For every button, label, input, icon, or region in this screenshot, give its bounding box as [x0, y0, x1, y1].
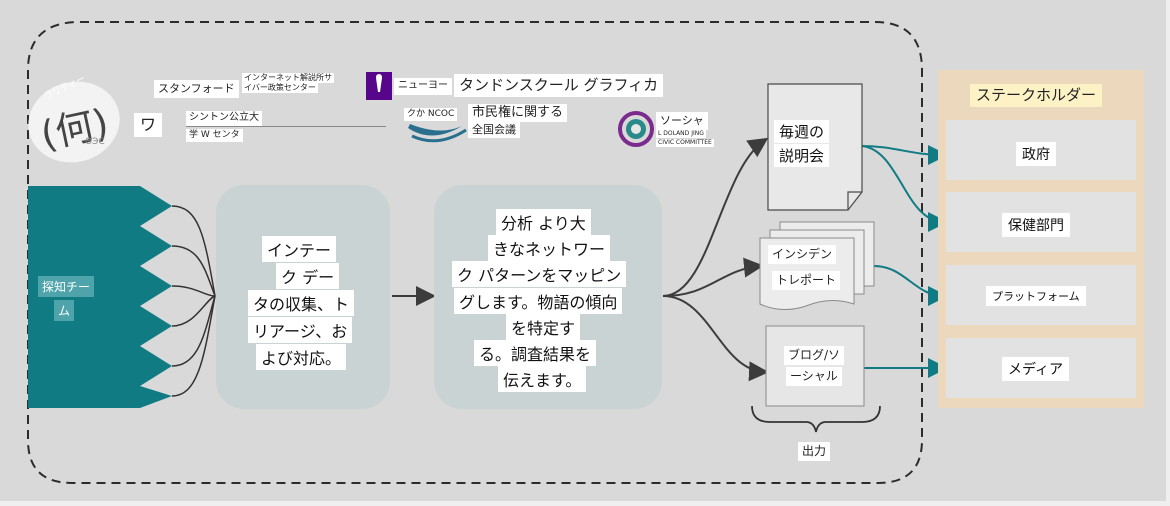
analysis-text-line2: きなネットワー: [488, 235, 611, 261]
outputs-to-stakeholders-arrows: [861, 144, 948, 378]
nyu-label: ニューヨー: [394, 78, 452, 95]
detection-team-label-line1: 探知チー: [38, 276, 95, 297]
analysis-text-line4: グします。物語の傾向: [454, 288, 623, 314]
weekly-briefing-line2: 説明会: [774, 144, 830, 167]
blog-social-doc: [765, 325, 865, 407]
outputs-bracket: [751, 405, 881, 433]
civil-rights-line1: 市民権に関する: [468, 104, 568, 123]
outputs-caption: 出力: [798, 442, 831, 461]
analysis-to-outputs-arrows: [662, 137, 769, 382]
intake-text-line4: リアージ、お: [248, 317, 353, 343]
social-sub-line1: L DOLAND JING: [656, 130, 706, 138]
analysis-text-line3: ク パターンをマッピン: [452, 261, 627, 287]
stakeholders-title: ステークホルダー: [970, 84, 1103, 107]
shinton-label: シントン公立大: [186, 111, 262, 126]
ncoc-swoosh: [408, 124, 462, 136]
tandon-label: タンドンスクール グラフィカ: [454, 74, 664, 97]
intake-text-line3: タの収集、ト: [248, 290, 355, 316]
analysis-text-line5: を特定す: [506, 314, 581, 340]
seal-bottom-text: ΘЭC: [85, 137, 105, 147]
shinton-divider: [186, 126, 386, 127]
blog-social-line1: ブログ/ソ: [784, 346, 845, 365]
team-to-intake-connectors: [171, 205, 216, 397]
ncoc-label: クか NCOC: [404, 108, 458, 122]
w-logo-char: ワ: [134, 113, 163, 137]
intake-text-line2: ク デー: [276, 263, 340, 289]
dashed-boundary: [27, 21, 923, 484]
civil-rights-line2: 全国会議: [468, 122, 520, 138]
intake-text-line5: よび対応。: [256, 344, 347, 370]
internet-center-line1: インターネット解説所サ: [242, 73, 334, 83]
incident-report-line1: インシデン: [768, 245, 837, 264]
detection-team-shape: [28, 186, 172, 408]
detection-team-label-line2: ム: [54, 300, 75, 321]
stanford-label: スタンフォード: [154, 80, 239, 98]
blog-social-line2: ーシャル: [786, 367, 842, 386]
stakeholder-government-label: 政府: [1016, 142, 1056, 166]
social-label: ソーシャ: [656, 112, 708, 130]
weekly-briefing-line1: 毎週の: [774, 120, 830, 143]
analysis-text-line6: る。調査結果を: [474, 340, 597, 366]
internet-center-line2: イバー政策センター: [242, 83, 318, 93]
seal-logo-icon: [28, 81, 120, 163]
shinton-sub-label: 学 W センタ: [186, 129, 243, 143]
ncoc-swoosh-2: [411, 128, 467, 143]
intake-text-line1: インテー: [262, 236, 337, 262]
analysis-text-line7: 伝えます。: [498, 366, 587, 392]
analysis-text-line1: 分析 より大: [496, 209, 591, 235]
social-committee-logo-icon: [618, 111, 654, 147]
social-sub-line2: CIVIC COMMITTEE: [656, 139, 714, 147]
stakeholder-health-label: 保健部門: [1002, 213, 1070, 237]
incident-report-line2: トレポート: [772, 271, 841, 290]
stakeholder-platform-label: プラットフォーム: [986, 286, 1086, 306]
stakeholder-media-label: メディア: [1002, 357, 1070, 381]
